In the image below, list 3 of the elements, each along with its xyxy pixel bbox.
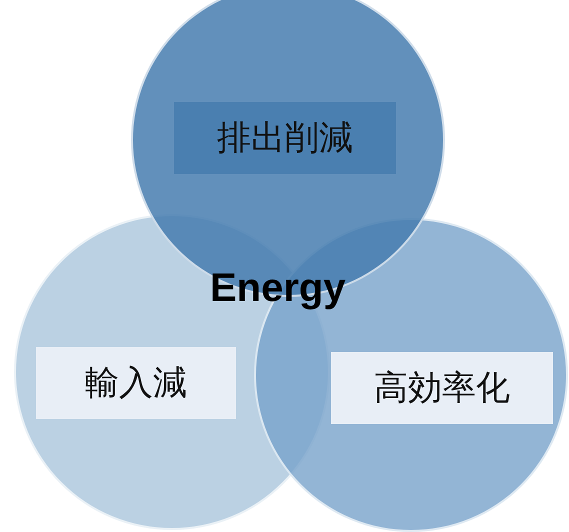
circle-label: 高効率化: [331, 352, 553, 424]
circle-label: 排出削減: [174, 102, 396, 174]
circle-label: 輸入減: [36, 347, 236, 419]
